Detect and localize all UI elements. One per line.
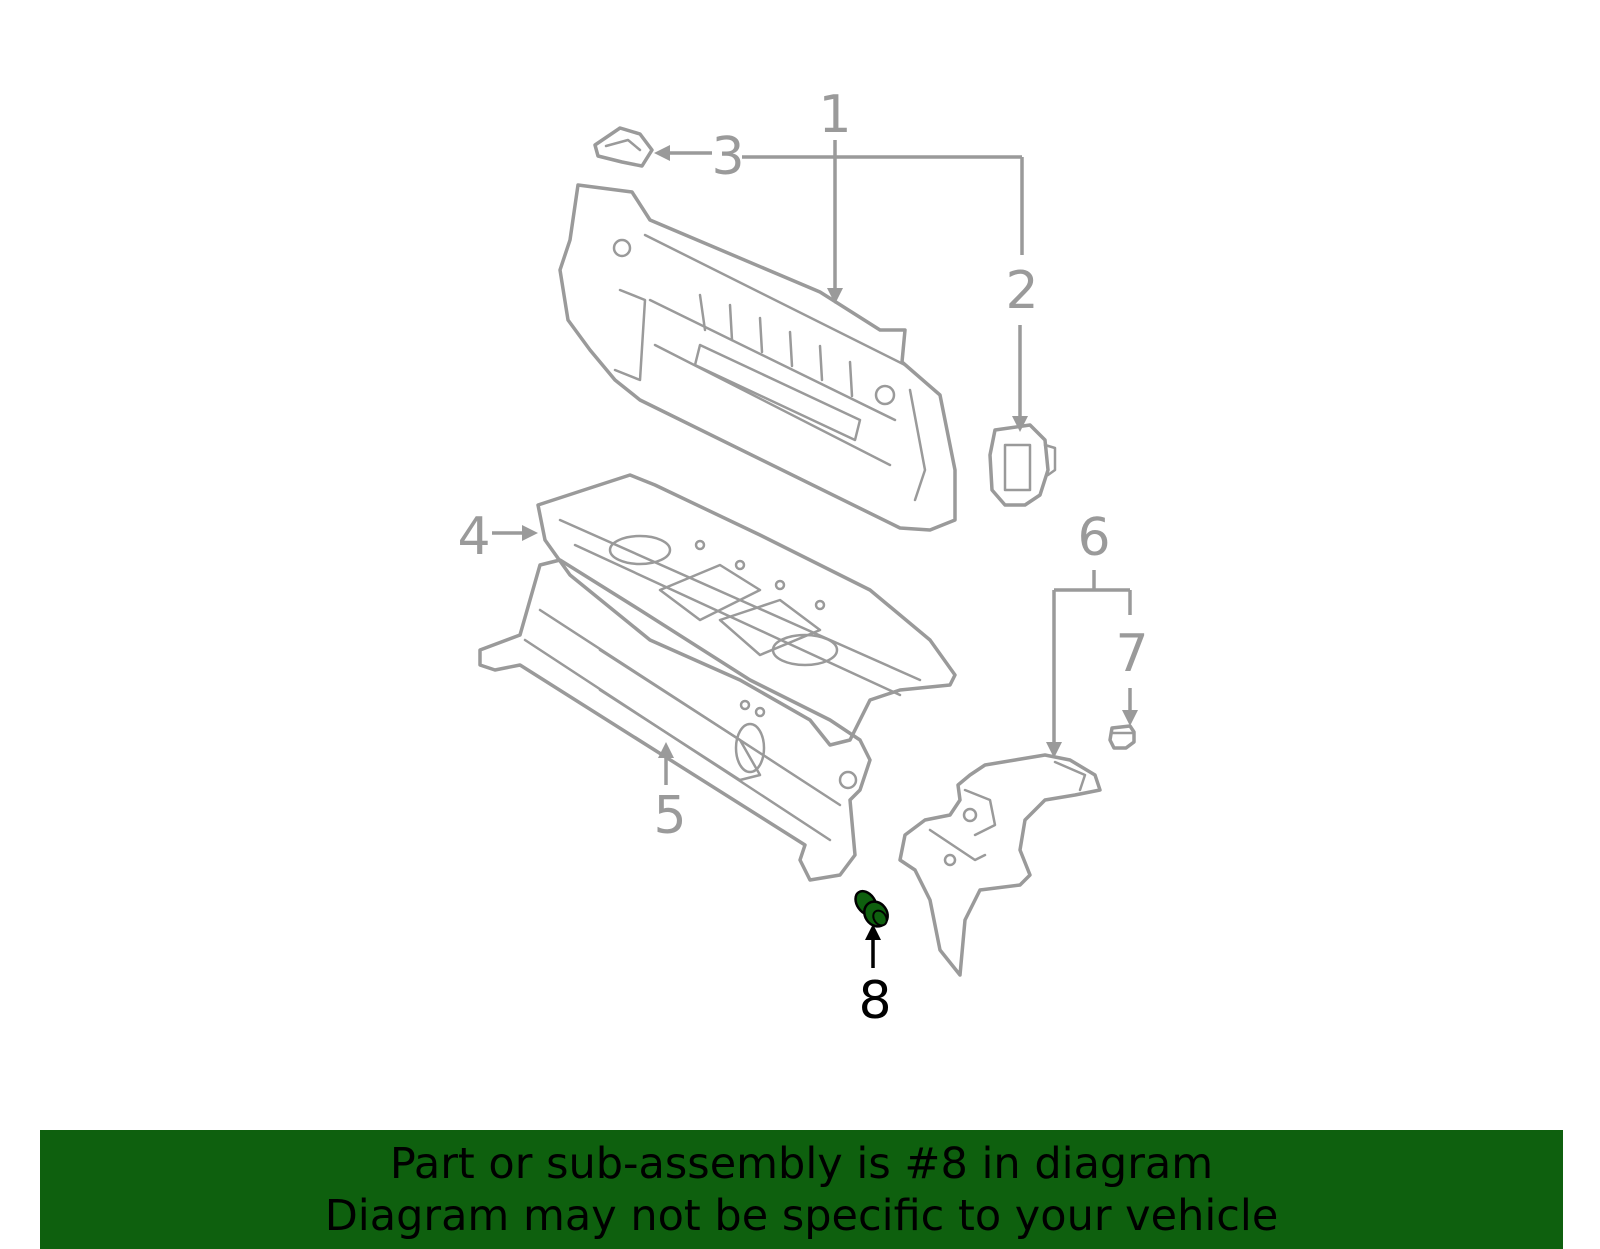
part-6-side-bracket[interactable] bbox=[898, 753, 1102, 977]
callout-3: 3 bbox=[711, 127, 744, 187]
callout-5: 5 bbox=[653, 786, 686, 846]
part-8-fastener[interactable] bbox=[851, 887, 892, 931]
callout-numbers: 1 2 3 4 5 6 7 8 bbox=[457, 85, 1148, 1031]
callout-1: 1 bbox=[818, 85, 851, 145]
callout-8: 8 bbox=[858, 971, 891, 1031]
callout-7: 7 bbox=[1115, 624, 1148, 684]
part-4-package-tray[interactable] bbox=[536, 473, 957, 747]
info-banner: Part or sub-assembly is #8 in diagram Di… bbox=[40, 1130, 1563, 1249]
part-5-cross-member[interactable] bbox=[478, 558, 872, 882]
part-7-plug[interactable] bbox=[1108, 724, 1136, 750]
part-3-bracket[interactable] bbox=[593, 126, 654, 168]
leader-lines bbox=[492, 140, 1138, 968]
part-1-rear-panel[interactable] bbox=[558, 183, 957, 532]
part-2-bracket[interactable] bbox=[988, 423, 1057, 507]
callout-4: 4 bbox=[457, 507, 490, 567]
callout-2: 2 bbox=[1005, 261, 1038, 321]
callout-6: 6 bbox=[1077, 508, 1110, 568]
banner-line-2: Diagram may not be specific to your vehi… bbox=[324, 1190, 1279, 1241]
banner-line-1: Part or sub-assembly is #8 in diagram bbox=[389, 1138, 1214, 1189]
